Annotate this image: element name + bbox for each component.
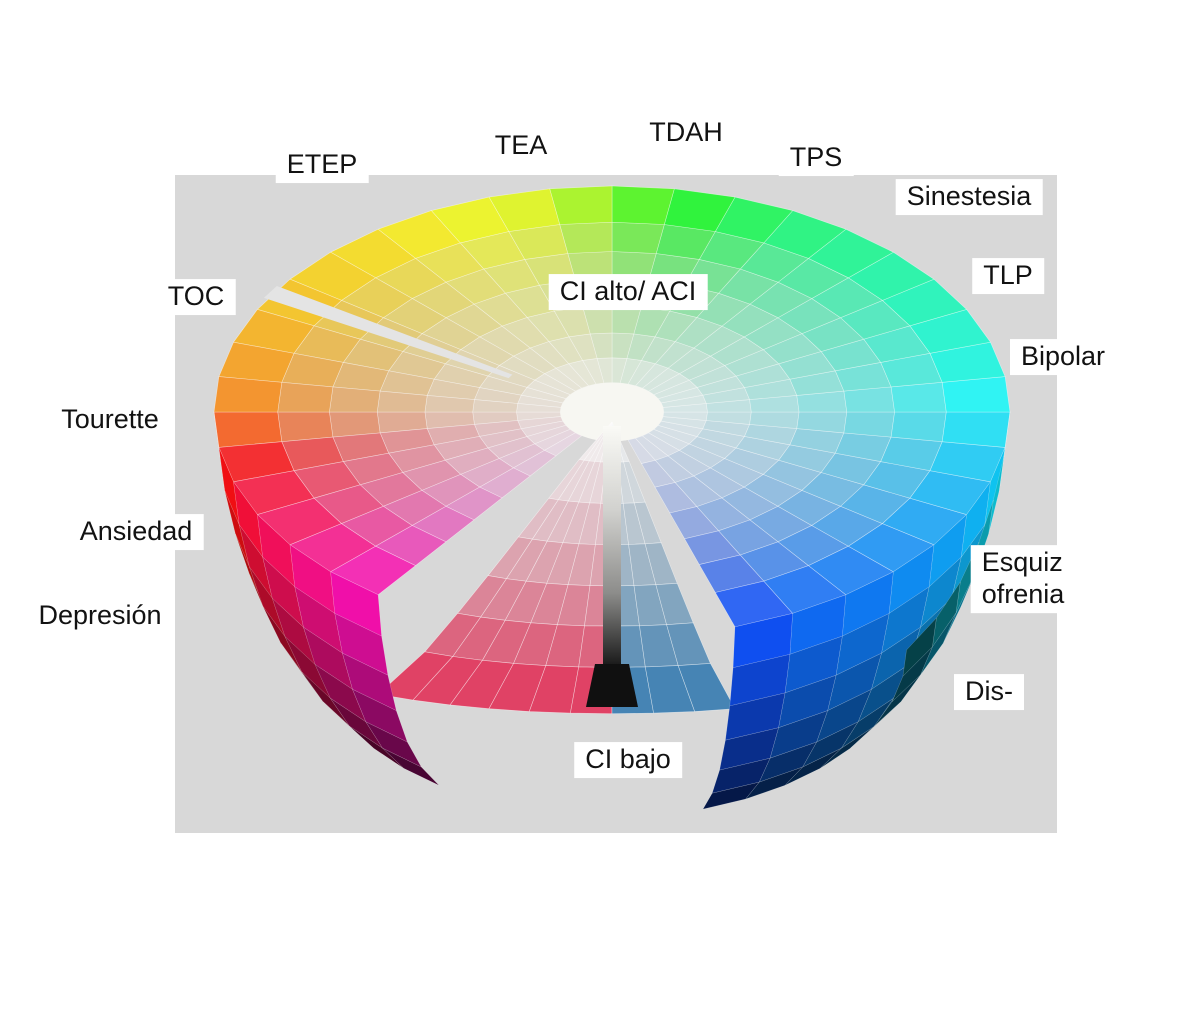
condition-label-sinestesia: Sinestesia	[895, 179, 1043, 215]
condition-label-etep: ETEP	[275, 147, 369, 183]
condition-label-depresion: Depresión	[27, 598, 173, 634]
condition-label-ci-alto-aci: CI alto/ ACI	[548, 274, 708, 310]
condition-label-dis: Dis-	[954, 674, 1024, 710]
condition-label-tdah: TDAH	[638, 115, 734, 151]
condition-label-ci-bajo: CI bajo	[574, 742, 682, 778]
condition-label-toc: TOC	[156, 279, 236, 315]
condition-label-esquizofrenia: Esquiz ofrenia	[970, 545, 1076, 613]
condition-label-tps: TPS	[778, 140, 854, 176]
condition-label-tourette: Tourette	[50, 402, 170, 438]
condition-label-tlp: TLP	[972, 258, 1044, 294]
condition-label-ansiedad: Ansiedad	[68, 514, 204, 550]
condition-label-bipolar: Bipolar	[1009, 339, 1117, 375]
condition-label-tea: TEA	[483, 128, 559, 164]
